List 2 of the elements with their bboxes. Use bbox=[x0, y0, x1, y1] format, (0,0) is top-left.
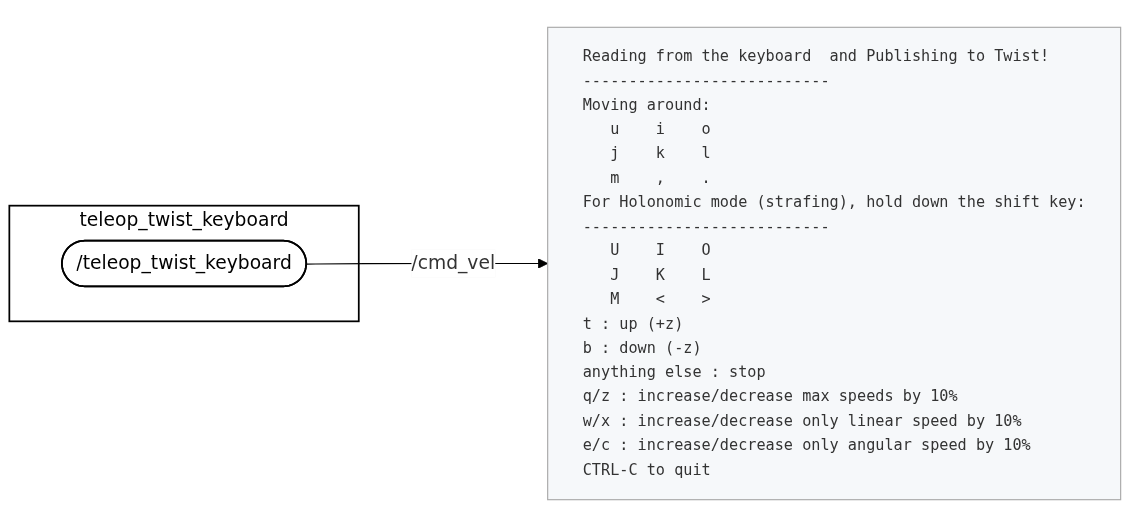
node-box: Reading from the keyboard and Publishing to Twist! --------------------------- Moving around: u i o j k l m , . For Holonomic mode (strafing), hold down the shift key: --------------------------- U I O J K L M < > t : up (+z) b : down (-z) anything else : stop q/z : increase/decrease max speeds by 10% w/x : increase/decrease only linear speed by 10% e/c : increase/decrease only angular speed by 10% CTRL-C to quit bbox=[547, 26, 1122, 501]
edge-label: /cmd_vel bbox=[411, 251, 496, 275]
